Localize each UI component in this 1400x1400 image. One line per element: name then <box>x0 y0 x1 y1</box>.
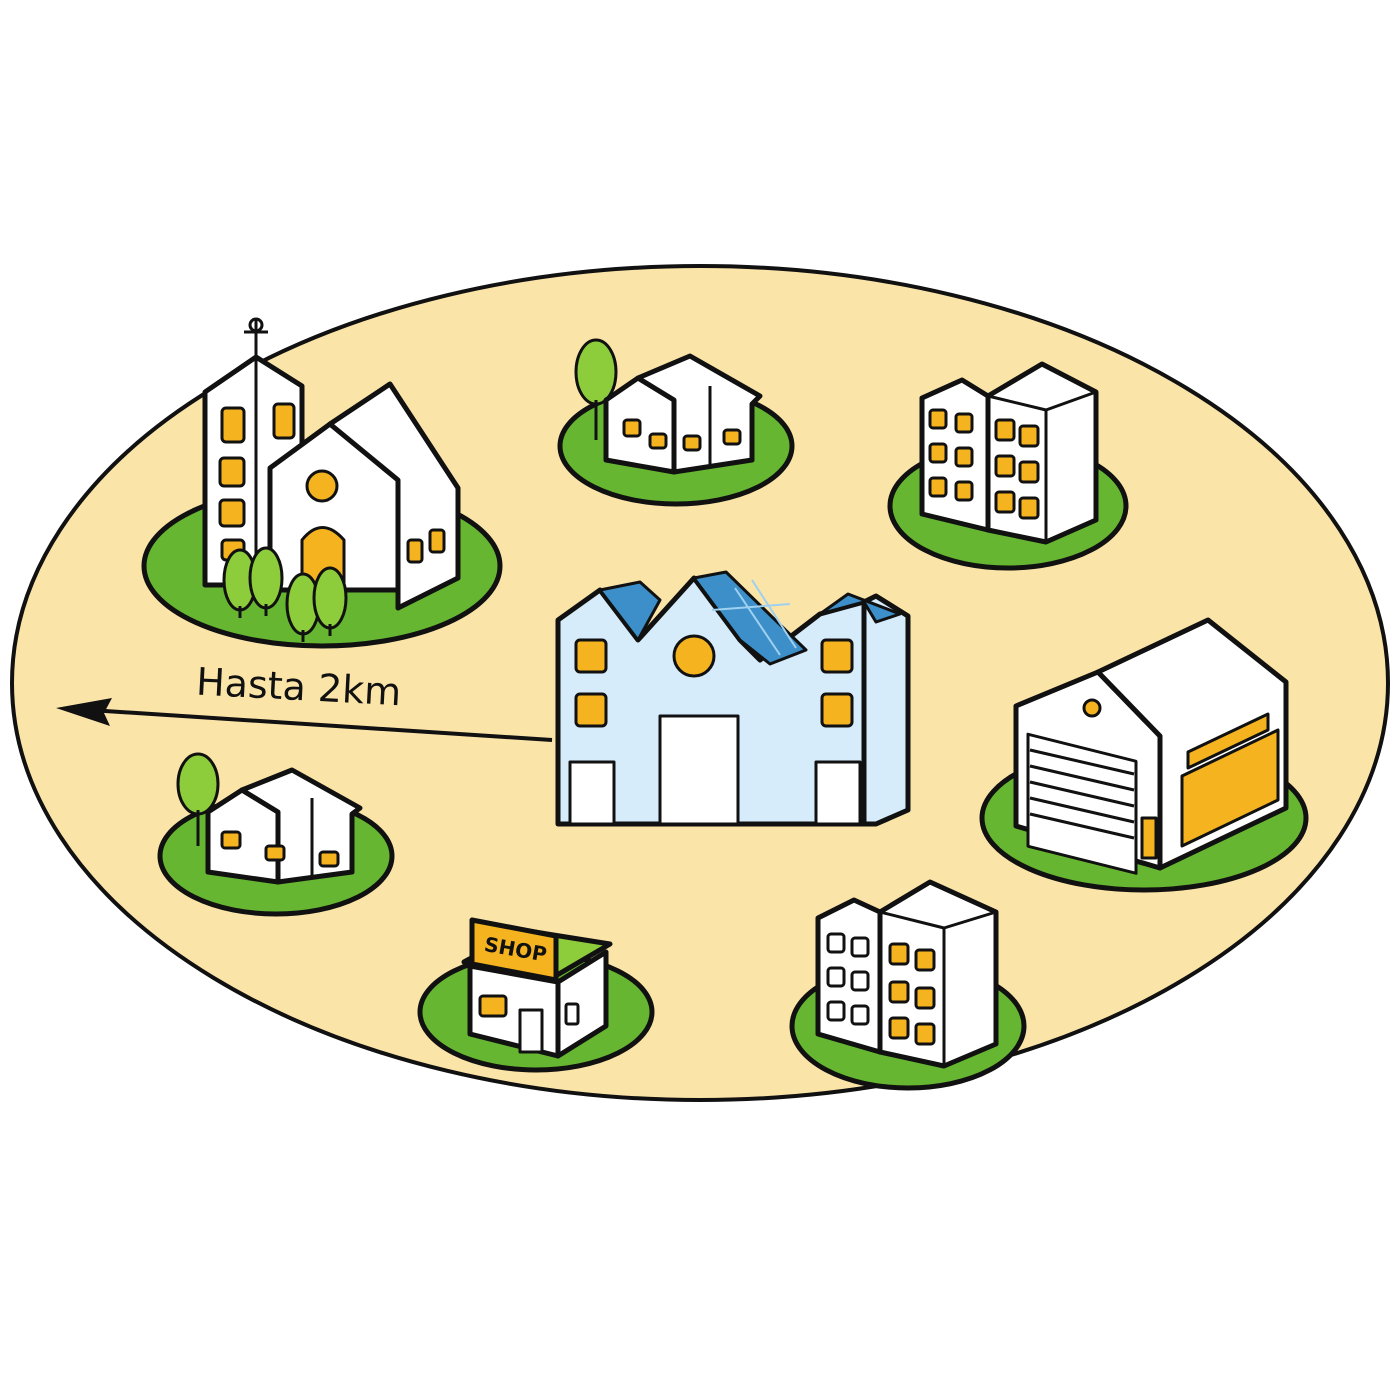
church-icon <box>141 317 503 649</box>
tree-icon <box>285 566 348 642</box>
house-icon <box>557 338 795 507</box>
warehouse-icon <box>979 617 1309 893</box>
house-icon <box>157 752 395 917</box>
tree-icon <box>176 752 220 846</box>
tree-icon <box>574 338 618 440</box>
distance-label: Hasta 2km <box>195 660 402 715</box>
solar-panel-icon <box>598 570 902 666</box>
distance-arrow: Hasta 2km <box>56 660 553 742</box>
apartment-block-icon <box>887 361 1129 571</box>
shop-icon: SHOP <box>417 917 655 1073</box>
community-building-icon <box>555 570 911 827</box>
tree-icon <box>222 546 284 618</box>
shop-sign: SHOP <box>469 917 559 983</box>
apartment-block-icon <box>789 879 1027 1091</box>
arrow-left-icon <box>56 698 112 726</box>
